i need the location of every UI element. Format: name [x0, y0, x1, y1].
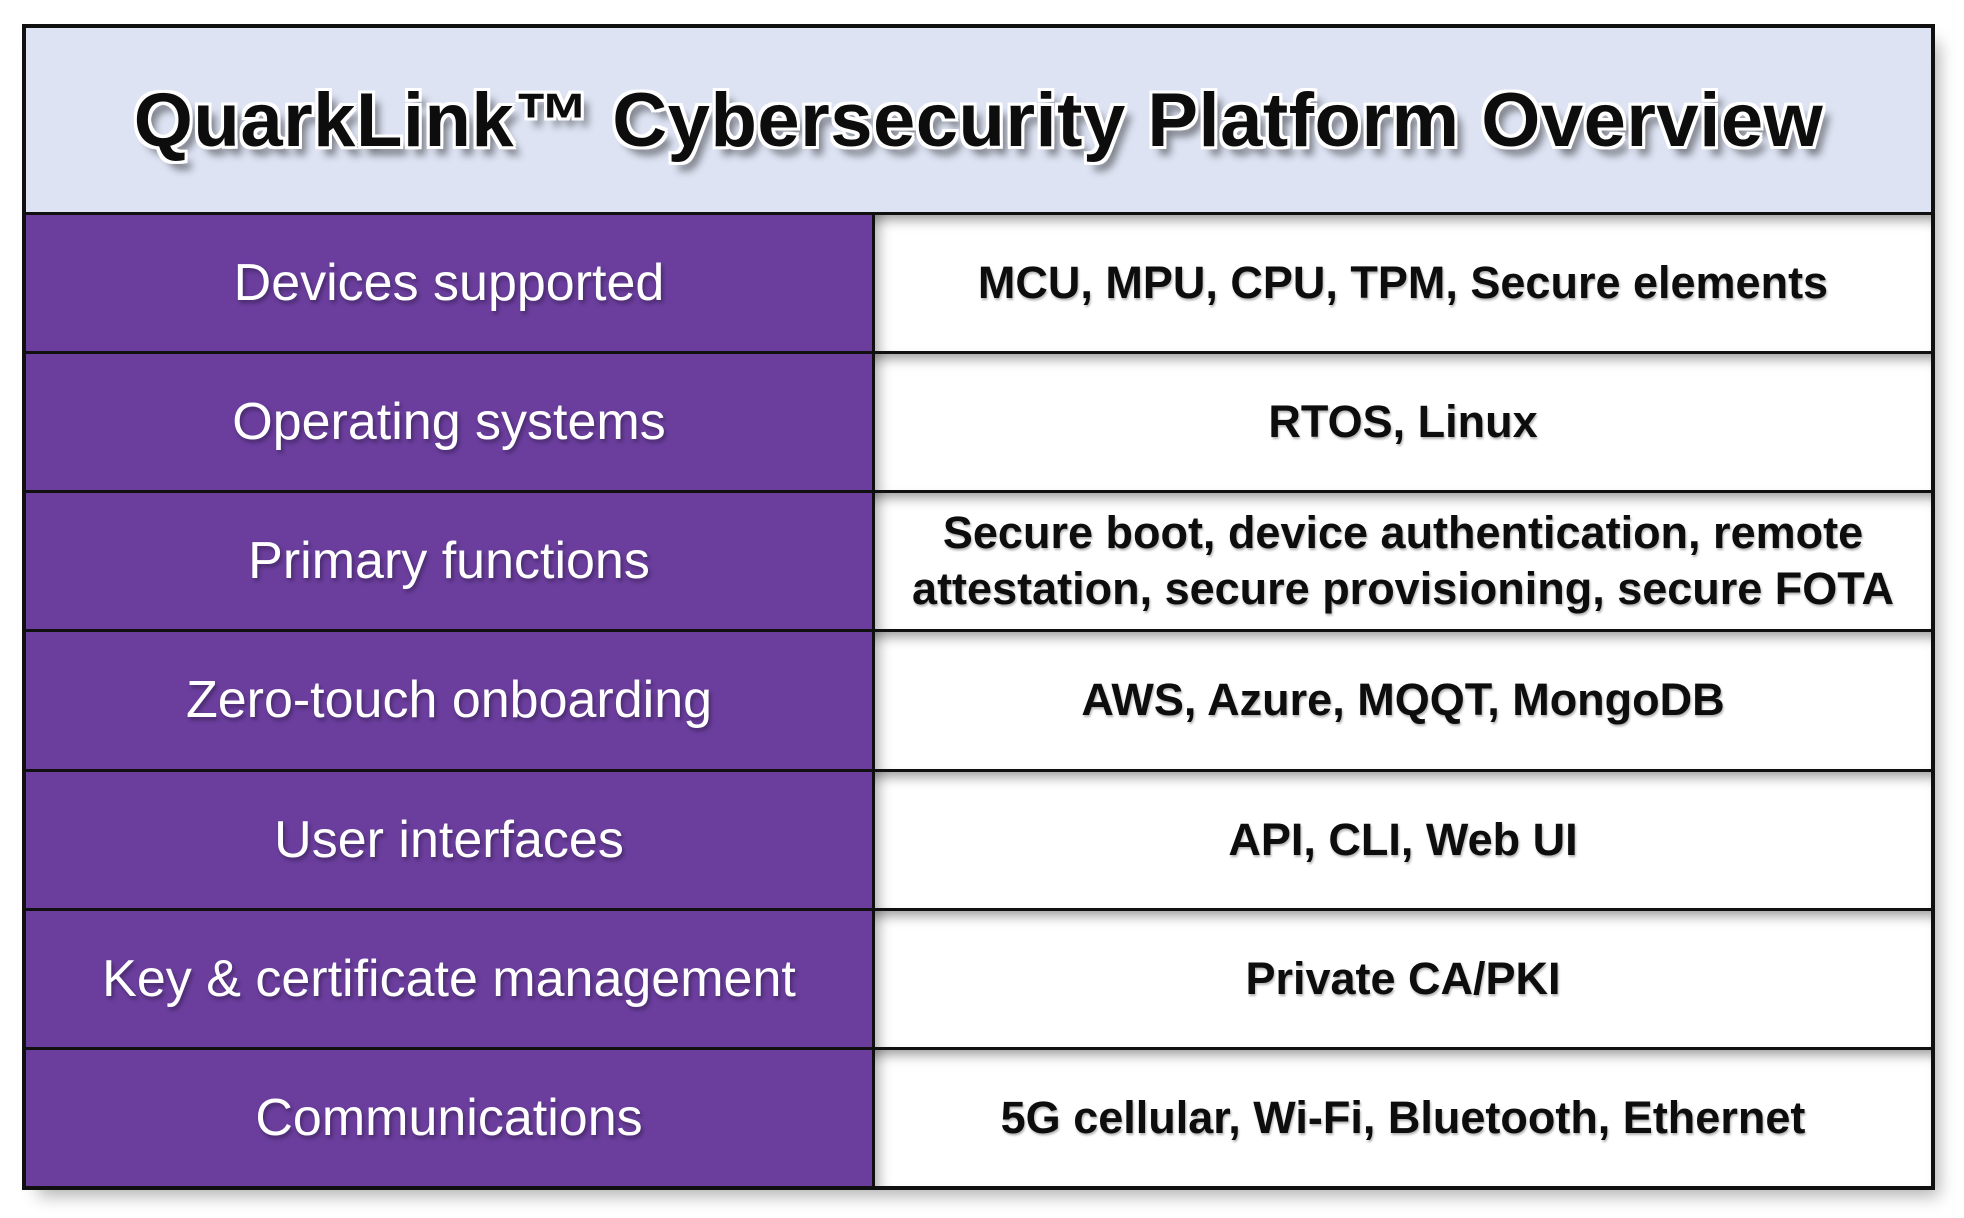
table-row: Key & certificate management Private CA/…	[26, 907, 1931, 1047]
row-label-primary-functions: Primary functions	[26, 493, 872, 630]
row-label-user-interfaces: User interfaces	[26, 771, 872, 908]
overview-table: QuarkLink™ Cybersecurity Platform Overvi…	[22, 24, 1935, 1190]
row-value-communications: 5G cellular, Wi-Fi, Bluetooth, Ethernet	[872, 1049, 1931, 1186]
row-value-devices-supported: MCU, MPU, CPU, TPM, Secure elements	[872, 215, 1931, 352]
page-title: QuarkLink™ Cybersecurity Platform Overvi…	[133, 77, 1824, 163]
table-row: Operating systems RTOS, Linux	[26, 351, 1931, 491]
table-row: Primary functions Secure boot, device au…	[26, 490, 1931, 630]
table-row: Devices supported MCU, MPU, CPU, TPM, Se…	[26, 212, 1931, 352]
table-row: User interfaces API, CLI, Web UI	[26, 768, 1931, 908]
row-value-key-certificate-management: Private CA/PKI	[872, 910, 1931, 1047]
row-value-zero-touch-onboarding: AWS, Azure, MQQT, MongoDB	[872, 632, 1931, 769]
row-label-zero-touch-onboarding: Zero-touch onboarding	[26, 632, 872, 769]
row-label-key-certificate-management: Key & certificate management	[26, 910, 872, 1047]
table-row: Communications 5G cellular, Wi-Fi, Bluet…	[26, 1046, 1931, 1186]
row-value-user-interfaces: API, CLI, Web UI	[872, 771, 1931, 908]
table-row: Zero-touch onboarding AWS, Azure, MQQT, …	[26, 629, 1931, 769]
row-value-primary-functions: Secure boot, device authentication, remo…	[872, 493, 1931, 630]
row-value-operating-systems: RTOS, Linux	[872, 354, 1931, 491]
row-label-operating-systems: Operating systems	[26, 354, 872, 491]
table-header-band: QuarkLink™ Cybersecurity Platform Overvi…	[26, 28, 1931, 212]
row-label-devices-supported: Devices supported	[26, 215, 872, 352]
row-label-communications: Communications	[26, 1049, 872, 1186]
